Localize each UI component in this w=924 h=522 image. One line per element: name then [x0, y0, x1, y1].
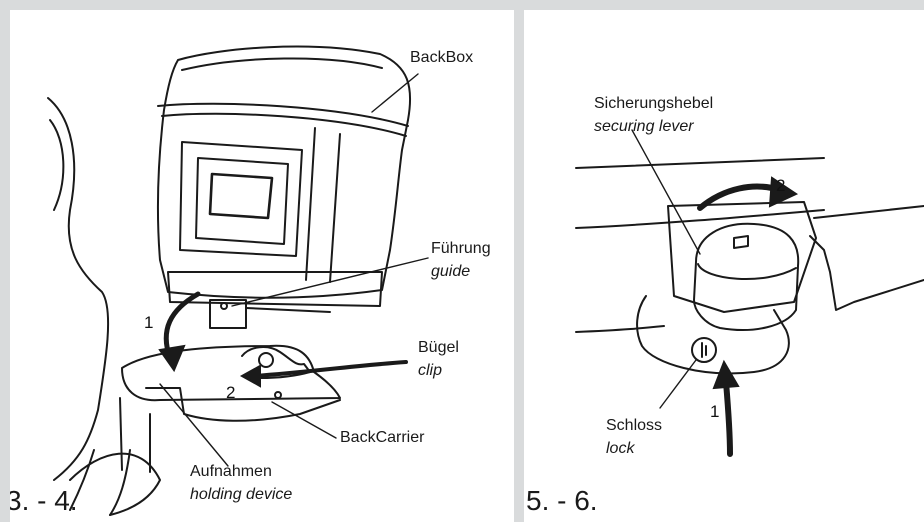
- backcarrier-front: [145, 387, 341, 422]
- arrow-number-1-right: 1: [710, 402, 720, 421]
- label-guide-en: guide: [431, 263, 471, 280]
- arrow-1-head: [158, 344, 186, 373]
- lever-cylinder: [693, 222, 800, 331]
- leader-lines-right: [631, 129, 701, 409]
- arrow-number-1: 1: [144, 313, 154, 332]
- label-lock-de: Schloss: [606, 417, 663, 434]
- arrow-2-head: [239, 364, 261, 388]
- backbox-base: [167, 271, 383, 307]
- backbox-window-outer: [179, 141, 303, 257]
- person-ear-outline: [49, 119, 65, 211]
- backbox-top-rim-inner: [161, 112, 407, 137]
- person-collar-outline: [69, 452, 161, 516]
- label-holding-de: Aufnahmen: [190, 463, 272, 480]
- arrow-number-2-right: 2: [776, 176, 786, 195]
- bracket-right: [809, 235, 924, 311]
- clip-outline: [241, 346, 311, 379]
- lever-cylinder-top: [697, 263, 797, 280]
- backcarrier-hole: [274, 391, 282, 399]
- person-head-outline: [47, 97, 110, 481]
- lock-body: [636, 295, 790, 375]
- guide-pin: [220, 302, 228, 310]
- step-label-right: 5. - 6.: [526, 485, 598, 516]
- rail-right: [813, 205, 924, 219]
- label-lever-en: securing lever: [594, 118, 694, 135]
- guide-block: [209, 299, 247, 329]
- backbox-side-edge-2: [329, 133, 341, 283]
- backbox-side-edge: [305, 127, 316, 281]
- panel-steps-5-6: Sicherungshebel securing lever Schloss l…: [524, 10, 924, 522]
- label-guide-de: Führung: [431, 240, 491, 257]
- label-backcarrier: BackCarrier: [340, 429, 425, 446]
- backbox-window-slot: [208, 172, 274, 220]
- leader-lines: [159, 73, 429, 467]
- label-lever-de: Sicherungshebel: [594, 95, 714, 112]
- guide-rail: [245, 307, 331, 313]
- lever-housing: [667, 201, 817, 313]
- arrow-2-path: [252, 360, 408, 378]
- backcarrier-lower: [119, 397, 151, 473]
- lock-cylinder: [691, 337, 717, 363]
- arrow-number-2: 2: [226, 383, 236, 402]
- rail-lower: [575, 325, 665, 333]
- lever-tab: [733, 235, 749, 249]
- label-holding-en: holding device: [190, 486, 293, 503]
- label-clip-de: Bügel: [418, 339, 459, 356]
- backbox-top-rim: [157, 102, 409, 127]
- clip-hinge: [258, 352, 274, 368]
- panel-steps-3-4: BackBox Führung guide Bügel clip BackCar…: [10, 10, 514, 522]
- arrow-1-push-path: [723, 379, 733, 457]
- label-backbox: BackBox: [410, 49, 474, 66]
- backcarrier-strap: [69, 449, 131, 516]
- backbox-mounting-illustration: [47, 45, 429, 516]
- securing-lever-illustration: [575, 129, 924, 457]
- arrow-2-rotation-head: [768, 176, 799, 208]
- arrow-1-push-head: [712, 359, 740, 390]
- backbox-outline: [156, 45, 412, 299]
- step-label-left: 3. - 4.: [10, 485, 78, 516]
- label-clip-en: clip: [418, 362, 443, 379]
- lock-keyway: [701, 342, 707, 358]
- backbox-window-inner: [195, 157, 289, 245]
- backbox-handle: [181, 57, 383, 71]
- label-lock-en: lock: [606, 440, 635, 457]
- rail-middle: [575, 209, 825, 229]
- rail-top: [575, 157, 825, 169]
